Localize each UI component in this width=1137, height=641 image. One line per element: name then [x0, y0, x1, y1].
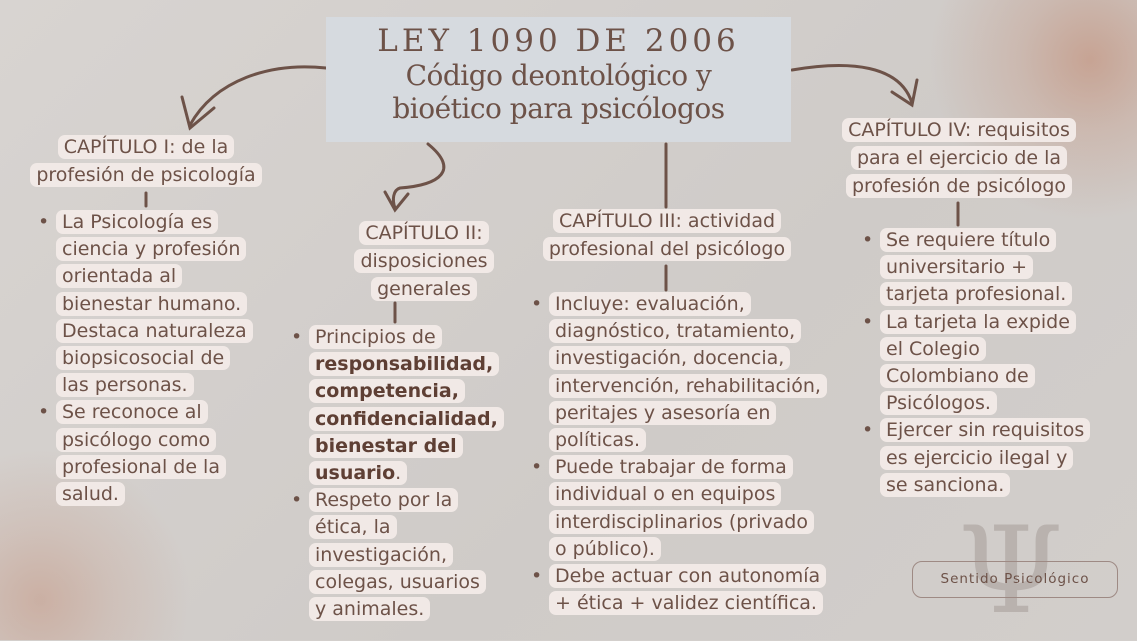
- list-item: La Psicología es ciencia y profesión ori…: [34, 209, 274, 399]
- arrow-to-chapter-4: [790, 64, 914, 105]
- list-item: Ejercer sin requisitos es ejercicio ileg…: [858, 417, 1118, 499]
- list-item: Se reconoce al psicólogo como profesiona…: [34, 399, 274, 508]
- list-item: Principios de responsabilidad, competenc…: [287, 324, 507, 487]
- law-title: LEY 1090 DE 2006: [377, 23, 740, 59]
- arrowhead-chapter-2: [383, 190, 410, 213]
- chapter-1-heading: CAPÍTULO I: de la profesión de psicologí…: [10, 133, 282, 189]
- brand-badge: Sentido Psicológico: [912, 561, 1118, 598]
- arrow-to-chapter-1: [188, 65, 328, 127]
- arrow-to-chapter-2: [391, 142, 446, 210]
- list-item: Respeto por la ética, la investigación, …: [287, 487, 507, 623]
- chapter-2-list: Principios de responsabilidad, competenc…: [287, 324, 507, 623]
- chapter-4-list: Se requiere título universitario + tarje…: [858, 227, 1118, 499]
- list-item: Puede trabajar de forma individual o en …: [527, 454, 857, 563]
- chapter-1-list: La Psicología es ciencia y profesión ori…: [34, 209, 274, 508]
- chapter-3-list: Incluye: evaluación, diagnóstico, tratam…: [527, 291, 857, 617]
- list-item: Debe actuar con autonomía + ética + vali…: [527, 563, 857, 617]
- list-item: La tarjeta la expide el Colegio Colombia…: [858, 309, 1118, 418]
- chapter-4-heading: CAPÍTULO IV: requisitos para el ejercici…: [814, 116, 1104, 200]
- psi-logo-icon: Ψ: [958, 502, 1064, 641]
- arrowhead-chapter-1: [180, 95, 216, 131]
- list-item: Incluye: evaluación, diagnóstico, tratam…: [527, 291, 857, 454]
- subtitle-line-1: Código deontológico y: [405, 59, 712, 92]
- title-box: LEY 1090 DE 2006 Código deontológico y b…: [326, 17, 791, 142]
- list-item: Se requiere título universitario + tarje…: [858, 227, 1118, 309]
- subtitle-line-2: bioético para psicólogos: [392, 92, 725, 125]
- chapter-2-heading: CAPÍTULO II: disposiciones generales: [336, 219, 512, 303]
- arrowhead-chapter-4: [890, 78, 919, 108]
- chapter-3-heading: CAPÍTULO III: actividad profesional del …: [522, 207, 812, 263]
